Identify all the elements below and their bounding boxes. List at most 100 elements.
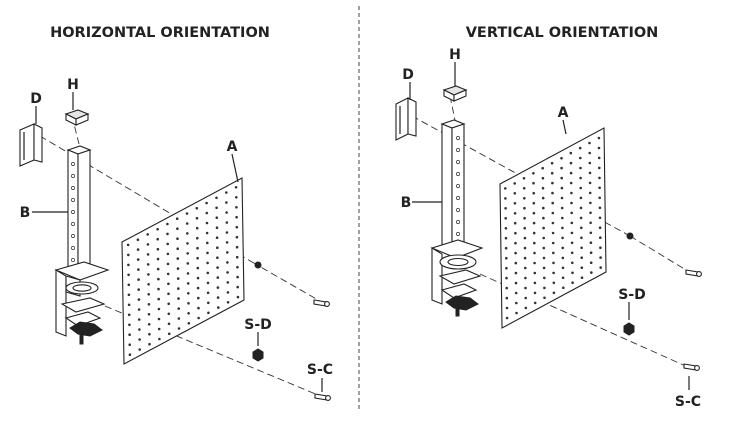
plate-hole	[176, 227, 179, 230]
plate-hole	[207, 301, 210, 305]
plate-hole	[589, 261, 593, 265]
plate-hole	[579, 206, 583, 210]
plate-hole	[514, 271, 518, 275]
cap-h-part-right	[442, 85, 468, 102]
plate-hole	[588, 141, 591, 145]
plate-hole	[561, 216, 564, 220]
cap-h-part	[64, 109, 90, 126]
plate-hole	[524, 266, 527, 270]
plate-hole	[138, 338, 141, 341]
plate-hole	[156, 247, 160, 251]
pole-b-part-right	[440, 119, 466, 251]
plate-hole	[579, 166, 582, 170]
plate-hole	[176, 257, 180, 260]
plate-hole	[561, 246, 564, 250]
plate-hole	[522, 187, 526, 190]
plate-hole	[580, 266, 584, 270]
plate-hole	[598, 216, 602, 220]
plate-hole	[532, 221, 536, 225]
plate-hole	[579, 186, 582, 190]
plate-hole	[560, 206, 564, 210]
plate-hole	[167, 322, 171, 326]
plate-hole	[551, 221, 555, 225]
plate-a-part-right	[499, 127, 607, 329]
plate-hole	[216, 286, 220, 289]
plate-hole	[128, 333, 131, 337]
plate-hole	[128, 343, 131, 347]
plate-hole	[505, 306, 509, 310]
title-vertical: VERTICAL ORIENTATION	[466, 25, 659, 41]
plate-hole	[206, 251, 209, 255]
plate-hole	[524, 286, 527, 290]
plate-hole	[187, 322, 191, 325]
plate-hole	[225, 241, 229, 244]
plate-hole	[167, 292, 170, 296]
plate-hole	[588, 181, 592, 185]
plate-hole	[578, 146, 582, 150]
plate-hole	[226, 251, 229, 254]
plate-hole	[186, 242, 189, 245]
plate-hole	[137, 268, 140, 271]
plate-hole	[542, 216, 545, 220]
plate-hole	[599, 256, 602, 259]
plate-hole	[205, 231, 209, 235]
horizontal-assembly: D H B A S-D S-C	[19, 77, 333, 401]
plate-hole	[185, 222, 189, 225]
plate-hole	[137, 308, 141, 311]
plate-hole	[589, 251, 593, 254]
plate-hole	[533, 291, 537, 295]
plate-hole	[215, 206, 218, 210]
plate-hole	[225, 231, 229, 234]
plate-hole	[514, 291, 518, 295]
plate-hole	[195, 226, 199, 230]
plate-hole	[226, 301, 230, 304]
plate-hole	[589, 231, 593, 235]
plate-hole	[216, 276, 220, 279]
plate-hole	[532, 201, 536, 205]
plate-hole	[177, 307, 180, 310]
plate-hole	[513, 192, 517, 195]
plate-hole	[523, 197, 526, 200]
plate-hole	[235, 235, 239, 239]
plate-hole	[571, 261, 574, 265]
plate-hole	[235, 206, 238, 209]
plate-hole	[137, 318, 141, 321]
plate-hole	[225, 211, 228, 214]
plate-hole	[533, 251, 536, 255]
plate-hole	[599, 266, 602, 269]
plate-hole	[504, 217, 508, 220]
plate-hole	[570, 191, 573, 195]
plate-hole	[216, 246, 219, 249]
plate-hole	[138, 328, 141, 331]
plate-hole	[532, 172, 535, 175]
plate-hole	[216, 256, 219, 260]
plate-hole	[156, 237, 159, 241]
plate-hole	[205, 221, 209, 225]
plate-hole	[158, 337, 161, 341]
plate-hole	[598, 226, 602, 229]
plate-hole	[177, 317, 181, 320]
plate-hole	[177, 297, 180, 300]
plate-hole	[598, 196, 601, 200]
plate-hole	[588, 191, 592, 195]
plate-hole	[216, 296, 220, 299]
plate-hole	[588, 161, 592, 165]
plate-hole	[206, 281, 210, 285]
plate-hole	[226, 281, 230, 284]
label-d-right: D	[402, 67, 414, 83]
plate-hole	[541, 186, 545, 190]
plate-hole	[156, 257, 160, 261]
screw-upper-right	[626, 232, 702, 277]
plate-hole	[505, 256, 508, 260]
plate-hole	[504, 207, 507, 210]
plate-hole	[127, 293, 131, 297]
plate-hole	[196, 266, 200, 270]
plate-hole	[598, 176, 601, 180]
left-assembly-line-d	[39, 135, 253, 263]
plate-hole	[515, 311, 518, 315]
plate-hole	[127, 263, 130, 267]
plate-hole	[523, 236, 527, 240]
plate-hole	[195, 216, 199, 220]
plate-hole	[580, 226, 583, 230]
label-a-right: A	[558, 105, 569, 121]
